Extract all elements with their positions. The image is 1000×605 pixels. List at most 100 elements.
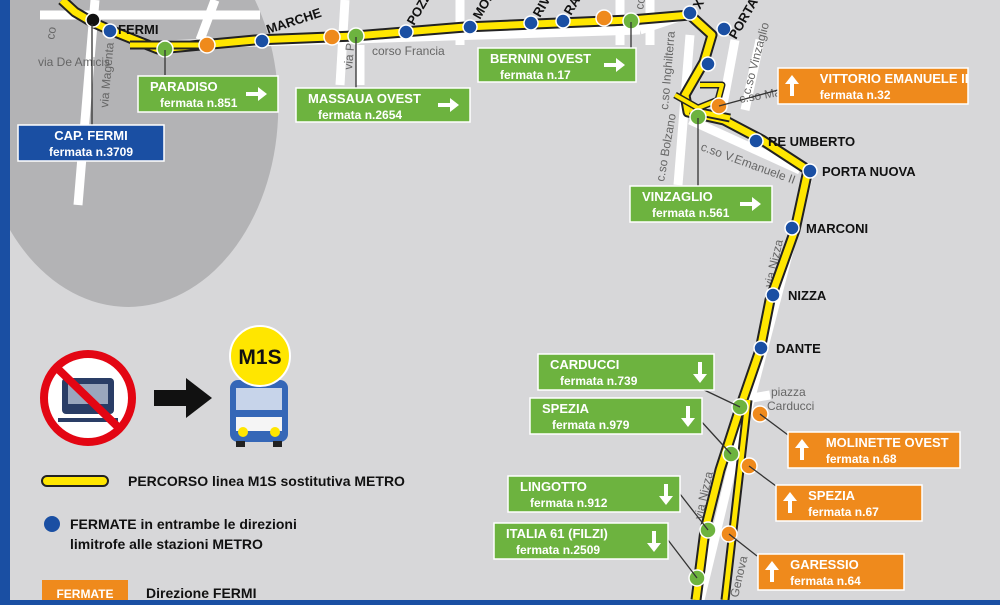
station-label-dante: DANTE — [776, 341, 821, 356]
stop-box-background — [777, 67, 969, 105]
stop-box-title: MOLINETTE OVEST — [826, 435, 949, 450]
legend-both-dir-line1: FERMATE in entrambe le direzioni — [70, 516, 297, 532]
road-label: co — [43, 25, 59, 40]
road-label: Carducci — [767, 399, 814, 413]
stop-box-background — [775, 484, 923, 522]
stop-box: CARDUCCI fermata n.739 — [537, 353, 715, 391]
stop-box-stop-number: fermata n.32 — [820, 88, 891, 102]
stop-dot-blue — [748, 133, 764, 149]
stop-dot-orange — [595, 9, 613, 27]
stop-box-stop-number: fermata n.739 — [560, 374, 638, 388]
stop-box-background — [295, 87, 471, 123]
legend-route-swatch — [41, 475, 109, 487]
stop-box-title: SPEZIA — [542, 401, 590, 416]
stop-box-stop-number: fermata n.2654 — [318, 108, 402, 122]
stop-box-stop-number: fermata n.2509 — [516, 543, 600, 557]
legend-direction-fermi: Direzione FERMI — [146, 585, 256, 600]
stop-box-title: BERNINI OVEST — [490, 51, 591, 66]
station-label-porta-nuova: PORTA NUOVA — [822, 164, 916, 179]
stop-dot-blue — [555, 13, 571, 29]
stop-box: MOLINETTE OVEST fermata n.68 — [787, 431, 961, 469]
stop-box-stop-number: fermata n.561 — [652, 206, 730, 220]
stop-box-stop-number: fermata n.68 — [826, 452, 897, 466]
stop-box-background — [17, 124, 165, 162]
arrow-down-icon — [659, 484, 673, 505]
arrow-up-icon — [783, 492, 797, 513]
stop-box-title: CARDUCCI — [550, 357, 619, 372]
stop-box-background — [529, 397, 703, 435]
stop-dot-blue — [716, 21, 732, 37]
stop-box: ITALIA 61 (FILZI)fermata n.2509 — [493, 522, 669, 560]
stop-box-stop-number: fermata n.912 — [530, 496, 608, 510]
stop-box-background — [537, 353, 715, 391]
stop-box: VINZAGLIO fermata n.561 — [629, 185, 773, 223]
stop-box: SPEZIA fermata n.979 — [529, 397, 703, 435]
arrow-right-icon — [154, 378, 212, 418]
stop-box-stop-number: fermata n.979 — [552, 418, 630, 432]
box-connectors — [91, 22, 789, 579]
arrow-down-icon — [681, 406, 695, 427]
stop-box-title: GARESSIO — [790, 557, 859, 572]
road-label: via P — [341, 42, 357, 70]
road-label: via De Amicis — [38, 55, 110, 69]
bus-icon — [230, 380, 288, 447]
stop-dot-blue — [753, 340, 769, 356]
stop-dot-blue — [784, 220, 800, 236]
arrow-up-icon — [795, 439, 809, 460]
arrow-up-icon — [765, 561, 779, 582]
arrow-right-icon — [604, 58, 625, 72]
stop-box-title: VITTORIO EMANUELE II — [820, 71, 969, 86]
legend-both-dir-line2: limitrofe alle stazioni METRO — [70, 536, 263, 552]
stop-box: BERNINI OVEST fermata n.17 — [477, 47, 637, 83]
road-label: c.so Inghilterra — [657, 30, 678, 110]
no-metro-icon — [40, 350, 136, 446]
stop-box-background — [507, 475, 681, 513]
m1s-badge-label: M1S — [238, 346, 281, 369]
stop-dot-blue — [682, 5, 698, 21]
stop-box-stop-number: fermata n.64 — [790, 574, 861, 588]
stop-box: GARESSIO fermata n.64 — [757, 553, 905, 591]
arrow-right-icon — [740, 197, 761, 211]
stop-dot-blue — [102, 23, 118, 39]
legend-blue-dot — [44, 516, 60, 532]
station-label-marconi: MARCONI — [806, 221, 868, 236]
road-label: corso Francia — [372, 44, 445, 58]
legend-route-label: PERCORSO linea M1S sostitutiva METRO — [128, 473, 405, 489]
stop-dot-blue — [523, 15, 539, 31]
stop-box-background — [757, 553, 905, 591]
stop-dot-terminal — [85, 12, 101, 28]
stop-dot-blue — [802, 163, 818, 179]
stop-box-title: SPEZIA — [808, 488, 856, 503]
legend-fermate-badge-label: FERMATE — [56, 587, 113, 600]
station-label-re-umberto: RE UMBERTO — [768, 134, 855, 149]
stop-dot-blue — [254, 33, 270, 49]
stop-box-title: CAP. FERMI — [54, 128, 127, 143]
stop-dot-blue — [700, 56, 716, 72]
stop-dot-blue — [765, 287, 781, 303]
arrow-up-icon — [785, 75, 799, 96]
station-label-nizza: NIZZA — [788, 288, 827, 303]
m1s-badge: M1S — [229, 325, 291, 387]
road-label: via Magenta — [97, 42, 117, 109]
stop-box-title: VINZAGLIO — [642, 189, 713, 204]
road-label: co — [632, 0, 648, 11]
stop-box-title: PARADISO — [150, 79, 218, 94]
stop-box-stop-number: fermata n.3709 — [49, 145, 133, 159]
stop-dot-blue — [398, 24, 414, 40]
stop-box-background — [493, 522, 669, 560]
stop-box-background — [787, 431, 961, 469]
stop-box-title: LINGOTTO — [520, 479, 587, 494]
stop-box-stop-number: fermata n.17 — [500, 68, 571, 82]
road-label: piazza — [771, 385, 806, 399]
arrow-right-icon — [438, 98, 459, 112]
arrow-down-icon — [647, 531, 661, 552]
stop-box: LINGOTTO fermata n.912 — [507, 475, 681, 513]
stop-dot-orange — [198, 36, 216, 54]
station-label-fermi: FERMI — [118, 22, 158, 37]
arrow-down-icon — [693, 362, 707, 383]
